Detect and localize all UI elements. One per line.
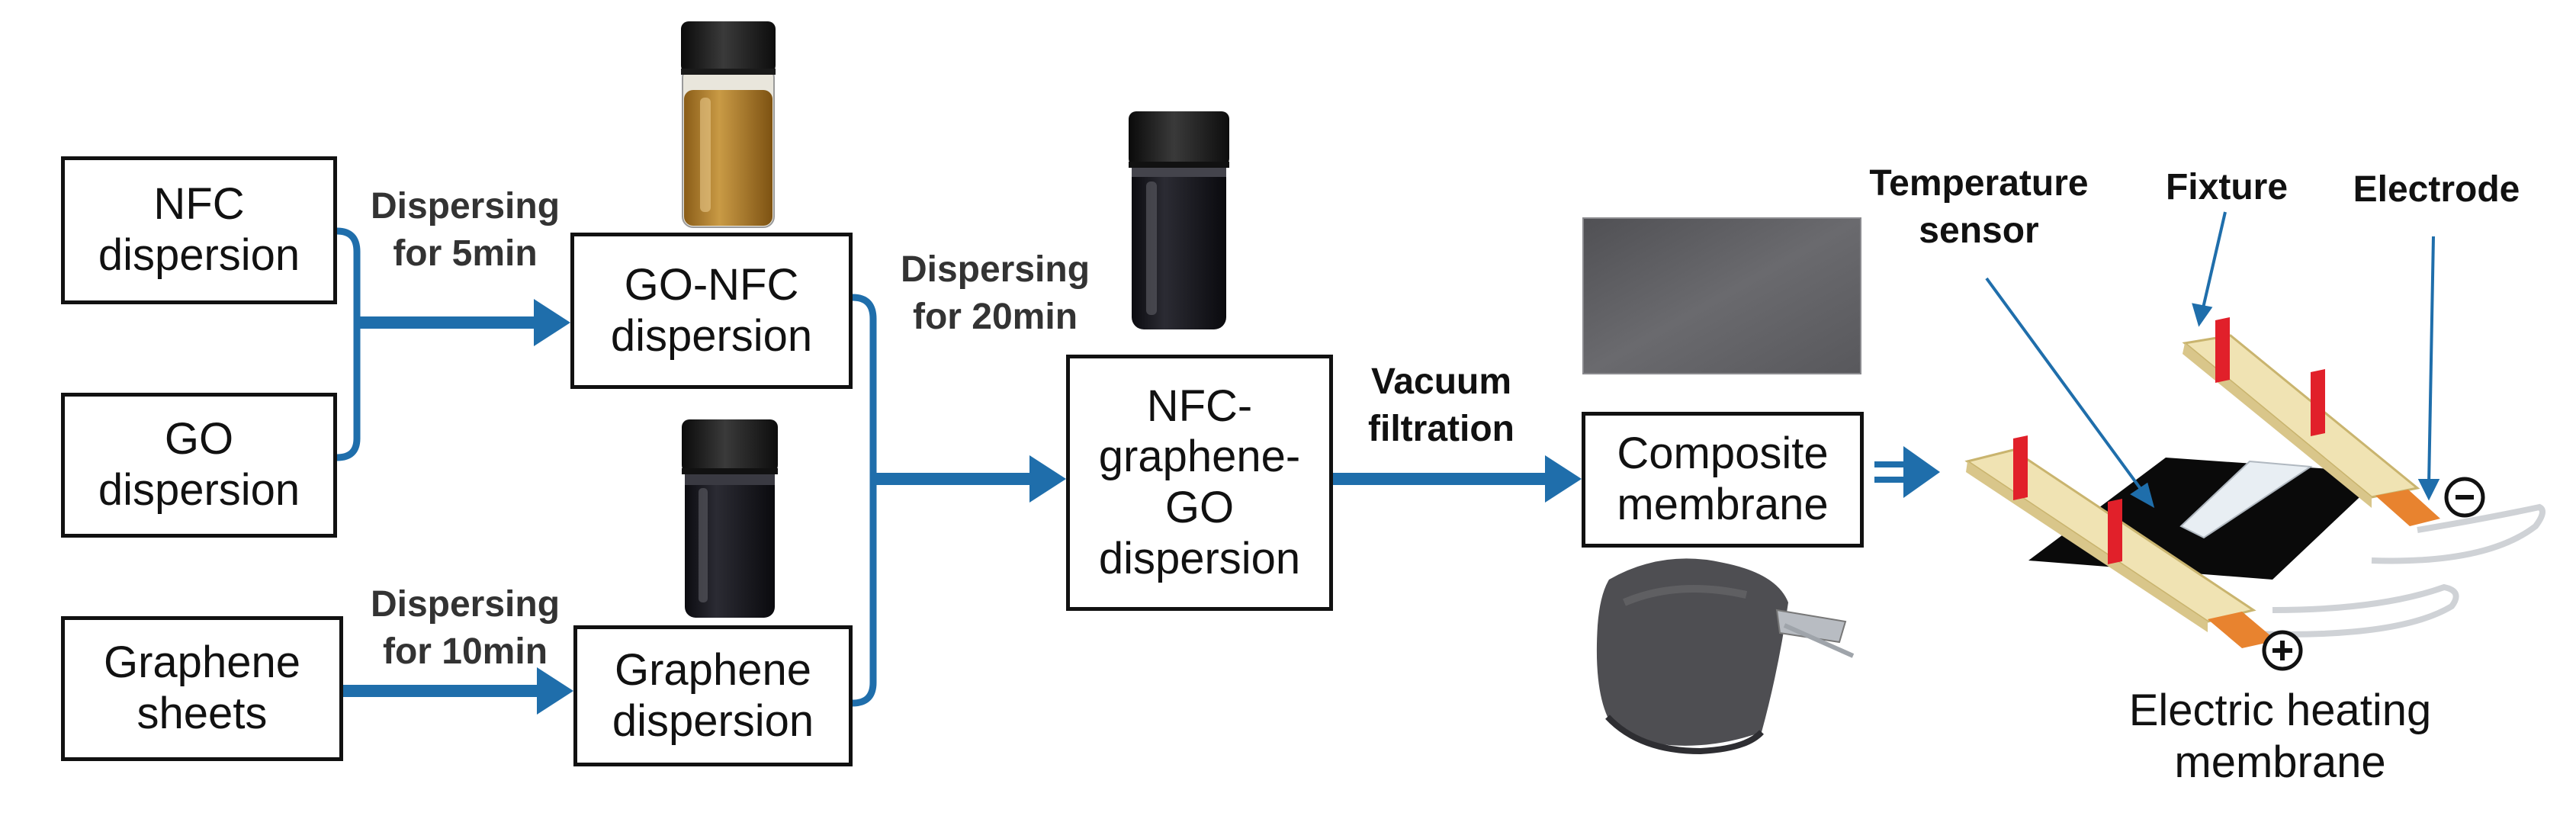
callout-temperature-sensor (1985, 277, 2144, 493)
step-dispersing-5min: Dispersing for 5min (370, 186, 560, 275)
bracket-middle (849, 294, 877, 707)
rolled-membrane-icon (1596, 558, 1855, 755)
go-nfc-dispersion-box: GO-NFC dispersion (570, 233, 853, 389)
graphene-dispersion-box: Graphene dispersion (573, 625, 853, 766)
callout-fixture (2201, 211, 2227, 312)
plus-terminal-icon (2262, 630, 2303, 671)
label-temperature-sensor: Temperature sensor (1869, 163, 2089, 252)
arrows (343, 299, 1940, 715)
composite-membrane-box: Composite membrane (1582, 412, 1864, 548)
arrow-to-go-nfc (357, 299, 570, 346)
nfc-dispersion-box: NFC dispersion (61, 156, 337, 304)
arrow-to-graphene-dispersion (343, 667, 573, 715)
membrane-photo-icon (1582, 217, 1861, 374)
callout-lines (1985, 211, 2440, 509)
minus-terminal-icon (2444, 477, 2485, 518)
connector-lines (333, 227, 877, 707)
graphene-sheets-box: Graphene sheets (61, 616, 343, 761)
label-electrode: Electrode (2353, 169, 2520, 210)
callout-electrode (2427, 236, 2435, 486)
step-vacuum-filtration: Vacuum filtration (1368, 361, 1514, 450)
arrow-vacuum-filtration (1333, 455, 1582, 503)
bracket-left (333, 227, 361, 461)
arrow-to-device (1874, 446, 1940, 498)
step-dispersing-20min: Dispersing for 20min (900, 249, 1090, 338)
heating-device-icon (1964, 317, 2545, 648)
vial-graphene-icon (682, 419, 778, 618)
label-fixture: Fixture (2165, 167, 2289, 207)
caption-electric-heating-membrane: Electric heating membrane (2128, 686, 2432, 788)
vial-mixture-icon (1129, 111, 1229, 329)
vial-go-nfc-icon (681, 21, 776, 228)
go-dispersion-box: GO dispersion (61, 393, 337, 538)
step-dispersing-10min: Dispersing for 10min (370, 584, 560, 673)
nfc-graphene-go-dispersion-box: NFC- graphene- GO dispersion (1066, 355, 1333, 611)
arrow-to-nfc-graphene-go (873, 455, 1066, 503)
